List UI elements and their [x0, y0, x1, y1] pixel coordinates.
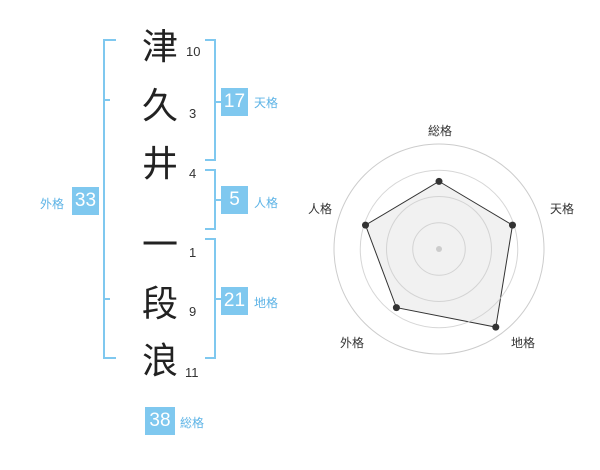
radar-point-1	[435, 177, 443, 185]
chikaku-value: 21	[221, 287, 248, 315]
radar-axis-label-soukaku: 総格	[428, 124, 453, 138]
stroke-count-5: 9	[189, 304, 197, 319]
jinkaku-value: 5	[221, 186, 248, 214]
tenkaku-bracket	[205, 39, 216, 161]
gaikaku-bracket	[103, 39, 116, 359]
tenkaku-value: 17	[221, 88, 248, 116]
stroke-count-2: 3	[189, 106, 197, 121]
name-char-2: 久	[141, 86, 178, 127]
radar-grid-ring-overlay	[412, 222, 466, 276]
gaikaku-label: 外格	[40, 197, 65, 211]
soukaku-label: 総格	[180, 416, 205, 430]
radar-center-dot	[436, 246, 442, 252]
radar-grid-ring-overlay	[386, 196, 492, 302]
jinkaku-label: 人格	[254, 196, 279, 210]
soukaku-value: 38	[145, 407, 175, 435]
name-char-6: 浪	[141, 341, 178, 382]
stroke-count-4: 1	[189, 245, 197, 260]
tenkaku-label: 天格	[254, 96, 279, 110]
radar-point-3	[492, 323, 500, 331]
radar-point-2	[508, 221, 516, 229]
radar-axis-label-jinkaku: 人格	[308, 202, 333, 216]
radar-axis-label-gaikaku: 外格	[340, 336, 365, 350]
radar-axis-label-tenkaku: 天格	[550, 202, 575, 216]
radar-axis-label-chikaku: 地格	[511, 336, 536, 350]
name-char-5: 段	[141, 284, 178, 325]
radar-series-area	[364, 180, 514, 328]
stroke-count-6: 11	[185, 365, 199, 380]
chikaku-label: 地格	[254, 296, 279, 310]
name-char-3: 井	[141, 144, 178, 185]
radar-point-4	[392, 304, 400, 312]
radar-grid-ring-overlay	[359, 169, 519, 329]
name-char-4: 一	[141, 225, 178, 266]
stroke-count-3: 4	[189, 166, 197, 181]
gaikaku-value: 33	[72, 187, 99, 215]
stroke-count-1: 10	[186, 44, 201, 59]
name-char-1: 津	[141, 27, 178, 68]
radar-point-5	[362, 221, 370, 229]
